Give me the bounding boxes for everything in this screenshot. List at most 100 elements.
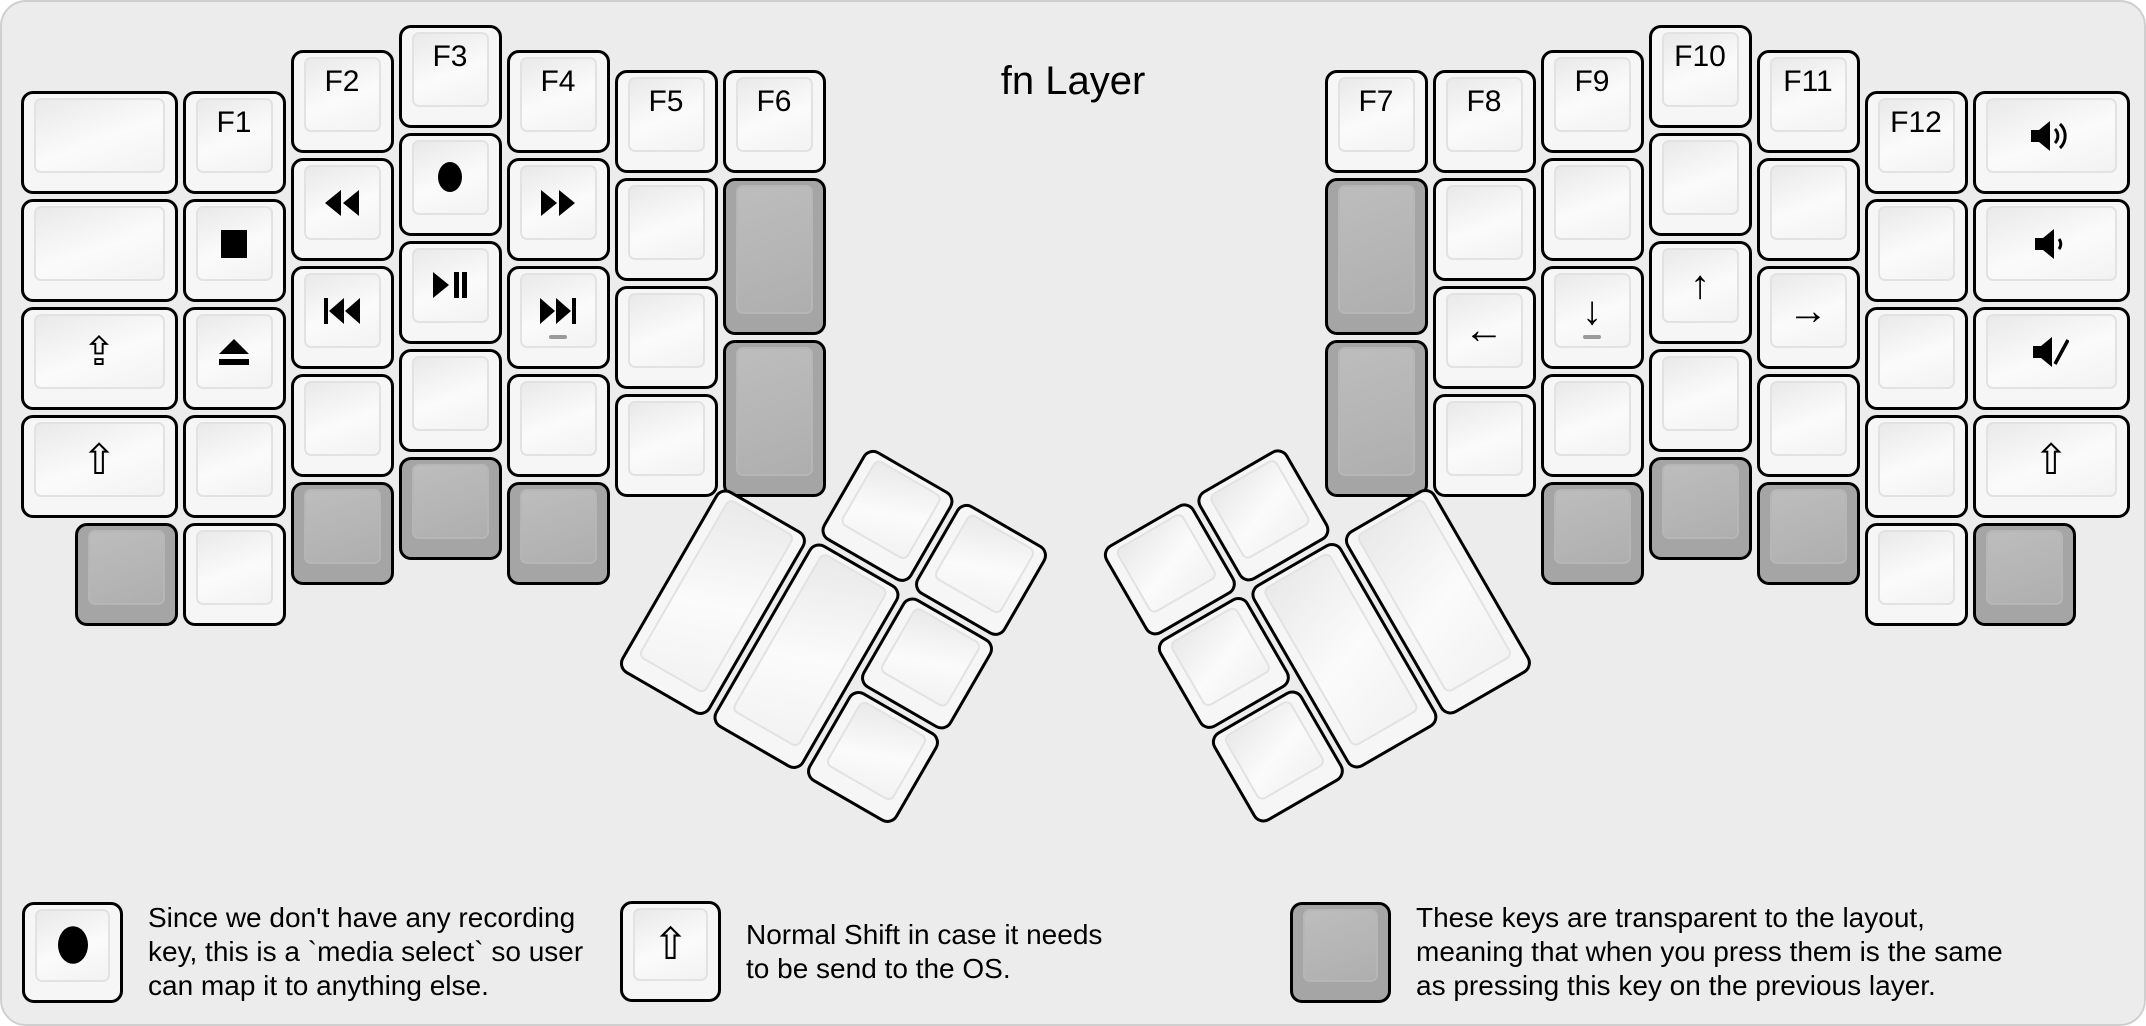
key-label: F4 (540, 65, 576, 99)
key-blank[interactable] (1540, 158, 1644, 262)
key-blank[interactable] (506, 374, 610, 478)
keycap-face (411, 463, 489, 539)
key-label: ↑ (1690, 263, 1710, 307)
key-mute[interactable] (1972, 307, 2130, 411)
key-transparent[interactable] (398, 456, 502, 560)
keycap-face (1985, 314, 2117, 390)
keycap-face: F6 (735, 76, 813, 152)
keycap-face (1985, 98, 2117, 174)
key-blank[interactable] (614, 285, 718, 389)
key-blank[interactable] (1864, 415, 1968, 519)
keycap-face (1445, 184, 1523, 260)
key-transparent[interactable] (1540, 482, 1644, 586)
keycap-face (627, 184, 705, 260)
keycap-face (1877, 314, 1955, 390)
key-fast-forward[interactable] (506, 158, 610, 262)
key-blank[interactable] (1756, 374, 1860, 478)
key-blank[interactable] (290, 374, 394, 478)
key-label: ⇪ (82, 329, 116, 374)
key-f1[interactable]: F1 (182, 91, 286, 195)
key-skip-forward[interactable] (506, 266, 610, 370)
key-arrow-up[interactable]: ↑ (1648, 240, 1752, 344)
key-label: F7 (1358, 84, 1394, 118)
key-f2[interactable]: F2 (290, 50, 394, 154)
rewind-icon (325, 189, 359, 216)
key-label: F6 (756, 84, 792, 118)
key-label: F5 (648, 84, 684, 118)
keycap-face (195, 530, 273, 606)
key-blank[interactable] (1864, 523, 1968, 627)
keycap-face (33, 98, 165, 174)
key-shift[interactable]: ⇧ (1972, 415, 2130, 519)
key-volume-down[interactable] (1972, 199, 2130, 303)
key-f10[interactable]: F10 (1648, 24, 1752, 128)
key-blank[interactable] (1864, 199, 1968, 303)
keycap-face: ⇪ (33, 314, 165, 390)
key-blank[interactable] (1432, 393, 1536, 497)
key-blank[interactable] (1432, 177, 1536, 281)
key-blank[interactable] (1648, 348, 1752, 452)
key-blank[interactable] (1756, 158, 1860, 262)
key-blank[interactable] (1864, 307, 1968, 411)
keycap-face (838, 457, 943, 561)
key-transparent[interactable] (1324, 339, 1428, 497)
key-f7[interactable]: F7 (1324, 69, 1428, 173)
key-volume-up[interactable] (1972, 91, 2130, 195)
key-stop[interactable] (182, 199, 286, 303)
keycap-face: → (1769, 273, 1847, 349)
key-f3[interactable]: F3 (398, 24, 502, 128)
key-blank[interactable] (182, 415, 286, 519)
key-label: ← (1464, 308, 1504, 353)
key-label: F11 (1783, 65, 1833, 99)
fast-forward-icon (541, 189, 575, 216)
key-transparent[interactable] (506, 482, 610, 586)
key-blank[interactable] (398, 348, 502, 452)
key-blank[interactable] (1540, 374, 1644, 478)
key-f4[interactable]: F4 (506, 50, 610, 154)
key-arrow-left[interactable]: ← (1432, 285, 1536, 389)
key-f11[interactable]: F11 (1756, 50, 1860, 154)
keycap-face: F9 (1553, 57, 1631, 133)
layer-title: fn Layer (1000, 59, 1146, 103)
keycap-face: ↑ (1661, 247, 1739, 323)
key-f6[interactable]: F6 (722, 69, 826, 173)
key-transparent[interactable] (1756, 482, 1860, 586)
key-transparent[interactable] (1648, 456, 1752, 560)
key-blank[interactable] (20, 91, 178, 195)
key-play-pause[interactable] (398, 240, 502, 344)
keycap-face (627, 400, 705, 476)
key-blank[interactable] (20, 199, 178, 303)
key-caps-lock[interactable]: ⇪ (20, 307, 178, 411)
key-eject[interactable] (182, 307, 286, 411)
keycap-face (735, 184, 813, 314)
key-blank[interactable] (614, 177, 718, 281)
keycap-face (411, 139, 489, 215)
key-transparent[interactable] (722, 177, 826, 335)
key-transparent[interactable] (74, 523, 178, 627)
key-f8[interactable]: F8 (1432, 69, 1536, 173)
key-blank[interactable] (614, 393, 718, 497)
key-transparent[interactable] (290, 482, 394, 586)
key-transparent[interactable] (722, 339, 826, 497)
key-rewind[interactable] (290, 158, 394, 262)
key-shift[interactable]: ⇧ (20, 415, 178, 519)
keycap-face (1553, 381, 1631, 457)
legend-item-media-select: Since we don't have any recording key, t… (22, 901, 583, 1003)
key-blank[interactable] (1648, 132, 1752, 236)
key-skip-back[interactable] (290, 266, 394, 370)
key-label: → (1788, 288, 1828, 333)
key-label: ⇧ (2033, 435, 2069, 483)
key-arrow-right[interactable]: → (1756, 266, 1860, 370)
key-f9[interactable]: F9 (1540, 50, 1644, 154)
volume-down-icon (2035, 228, 2067, 259)
key-transparent[interactable] (1972, 523, 2076, 627)
key-arrow-down[interactable]: ↓ (1540, 266, 1644, 370)
key-f12[interactable]: F12 (1864, 91, 1968, 195)
key-media-select-record[interactable] (398, 132, 502, 236)
key-transparent[interactable] (1324, 177, 1428, 335)
key-f5[interactable]: F5 (614, 69, 718, 173)
legend-item-transparent: These keys are transparent to the layout… (1290, 901, 2003, 1003)
keycap-face (1769, 165, 1847, 241)
key-blank[interactable] (182, 523, 286, 627)
